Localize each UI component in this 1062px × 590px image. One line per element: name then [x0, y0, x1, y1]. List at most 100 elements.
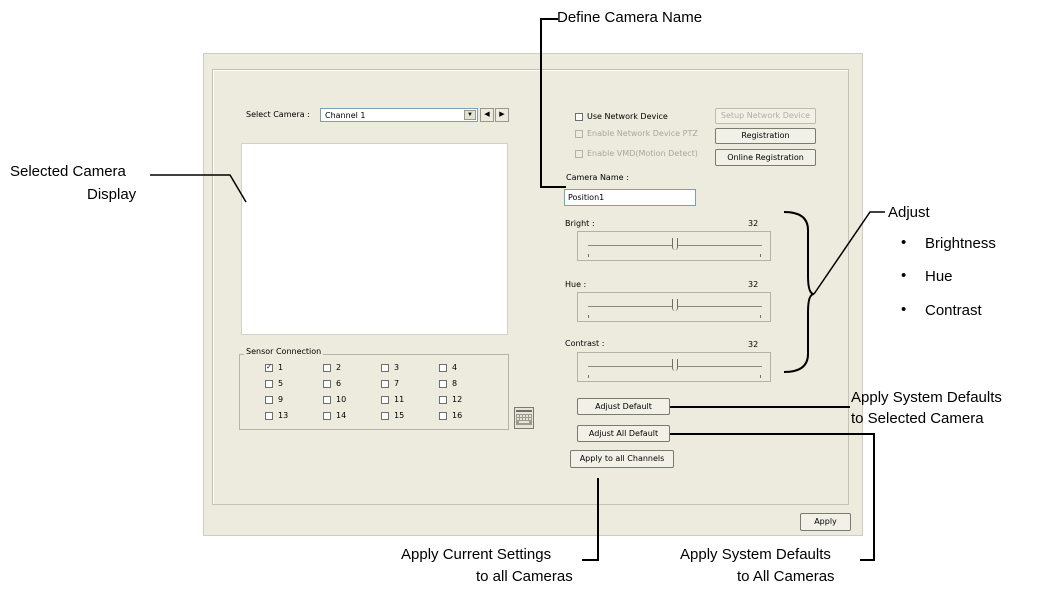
enable-ptz-label: Enable Network Device PTZ: [587, 129, 698, 138]
defaults-selected-annotation-line2: to Selected Camera: [851, 410, 984, 427]
keyboard-icon[interactable]: [514, 407, 534, 429]
selected-camera-display: [241, 143, 508, 335]
enable-vmd-checkbox: [575, 150, 583, 158]
hue-thumb[interactable]: [672, 299, 678, 311]
camera-name-label: Camera Name :: [566, 173, 629, 182]
sensor-checkbox-13[interactable]: [265, 412, 273, 420]
bright-label: Bright :: [565, 219, 595, 228]
tick-mark: [588, 315, 589, 318]
prev-camera-button[interactable]: ◀: [480, 108, 494, 122]
tick-mark: [588, 254, 589, 257]
next-camera-button[interactable]: ▶: [495, 108, 509, 122]
sensor-checkbox-7[interactable]: [381, 380, 389, 388]
sensor-checkbox-3[interactable]: [381, 364, 389, 372]
bullet-icon: •: [901, 234, 907, 251]
enable-ptz-checkbox: [575, 130, 583, 138]
adjust-all-default-button[interactable]: Adjust All Default: [577, 425, 670, 442]
contrast-slider[interactable]: [577, 352, 771, 382]
registration-button[interactable]: Registration: [715, 128, 816, 144]
select-camera-dropdown[interactable]: Channel 1 ▼: [320, 108, 478, 122]
apply-button[interactable]: Apply: [800, 513, 851, 531]
callout-line: [670, 433, 875, 435]
sensor-checkbox-4[interactable]: [439, 364, 447, 372]
sensor-label: 12: [452, 395, 463, 404]
settings-frame: [212, 69, 849, 505]
sensor-checkbox-16[interactable]: [439, 412, 447, 420]
bullet-icon: •: [901, 301, 907, 318]
sensor-label: 14: [336, 411, 347, 420]
callout-line: [540, 186, 566, 188]
callout-line: [540, 18, 558, 20]
sensor-checkbox-2[interactable]: [323, 364, 331, 372]
contrast-value: 32: [748, 340, 759, 349]
use-network-device-label: Use Network Device: [587, 112, 668, 121]
sensor-checkbox-6[interactable]: [323, 380, 331, 388]
sensor-label: 8: [452, 379, 458, 388]
callout-line: [597, 478, 599, 561]
bright-slider[interactable]: [577, 231, 771, 261]
callout-line: [873, 433, 875, 561]
use-network-device-checkbox[interactable]: [575, 113, 583, 121]
sensor-checkbox-10[interactable]: [323, 396, 331, 404]
sensor-checkbox-8[interactable]: [439, 380, 447, 388]
arrow-left-icon: ◀: [484, 111, 490, 118]
chevron-down-icon[interactable]: ▼: [464, 110, 476, 120]
selected-camera-callout: [150, 174, 247, 203]
tick-mark: [760, 254, 761, 257]
sensor-connection-group: [239, 354, 509, 430]
hue-label: Hue :: [565, 280, 587, 289]
sensor-label: 1: [278, 363, 284, 372]
sensor-label: 15: [394, 411, 405, 420]
defaults-selected-annotation-line1: Apply System Defaults: [851, 389, 1002, 406]
bright-value: 32: [748, 219, 759, 228]
sensor-checkbox-5[interactable]: [265, 380, 273, 388]
sensor-connection-title: Sensor Connection: [244, 347, 324, 356]
adjust-item-contrast: Contrast: [925, 302, 982, 319]
sensor-label: 7: [394, 379, 400, 388]
current-all-annotation-line2: to all Cameras: [476, 568, 573, 585]
selected-camera-annotation-line2: Display: [87, 186, 137, 203]
bullet-icon: •: [901, 267, 907, 284]
select-camera-label: Select Camera :: [246, 110, 310, 119]
sensor-checkbox-1[interactable]: ✓: [265, 364, 273, 372]
bright-thumb[interactable]: [672, 238, 678, 250]
sensor-label: 6: [336, 379, 342, 388]
tick-mark: [588, 375, 589, 378]
sensor-label: 13: [278, 411, 289, 420]
sensor-label: 11: [394, 395, 405, 404]
define-camera-name-annotation: Define Camera Name: [557, 9, 703, 26]
defaults-all-annotation-line2: to All Cameras: [737, 568, 835, 585]
defaults-all-annotation-line1: Apply System Defaults: [680, 546, 831, 563]
callout-line: [860, 559, 875, 561]
adjust-item-brightness: Brightness: [925, 235, 996, 252]
apply-all-channels-button[interactable]: Apply to all Channels: [570, 450, 674, 468]
arrow-right-icon: ▶: [499, 111, 505, 118]
sensor-label: 10: [336, 395, 347, 404]
callout-line: [582, 559, 599, 561]
callout-line: [540, 18, 542, 188]
sensor-checkbox-9[interactable]: [265, 396, 273, 404]
sensor-label: 16: [452, 411, 463, 420]
hue-slider[interactable]: [577, 292, 771, 322]
adjust-item-hue: Hue: [925, 268, 953, 285]
tick-mark: [760, 375, 761, 378]
selected-camera-annotation-line1: Selected Camera: [10, 163, 126, 180]
sensor-label: 9: [278, 395, 284, 404]
camera-name-value: Position1: [568, 193, 605, 202]
sensor-label: 5: [278, 379, 284, 388]
sensor-checkbox-14[interactable]: [323, 412, 331, 420]
adjust-bracket: [783, 211, 885, 373]
sensor-checkbox-12[interactable]: [439, 396, 447, 404]
online-registration-button[interactable]: Online Registration: [715, 149, 816, 166]
sensor-checkbox-15[interactable]: [381, 412, 389, 420]
contrast-thumb[interactable]: [672, 359, 678, 371]
setup-network-device-button: Setup Network Device: [715, 108, 816, 124]
adjust-default-button[interactable]: Adjust Default: [577, 398, 670, 415]
sensor-label: 2: [336, 363, 342, 372]
select-camera-value: Channel 1: [325, 111, 366, 120]
contrast-label: Contrast :: [565, 339, 605, 348]
camera-name-input[interactable]: Position1: [564, 189, 696, 206]
sensor-label: 3: [394, 363, 400, 372]
sensor-checkbox-11[interactable]: [381, 396, 389, 404]
hue-value: 32: [748, 280, 759, 289]
